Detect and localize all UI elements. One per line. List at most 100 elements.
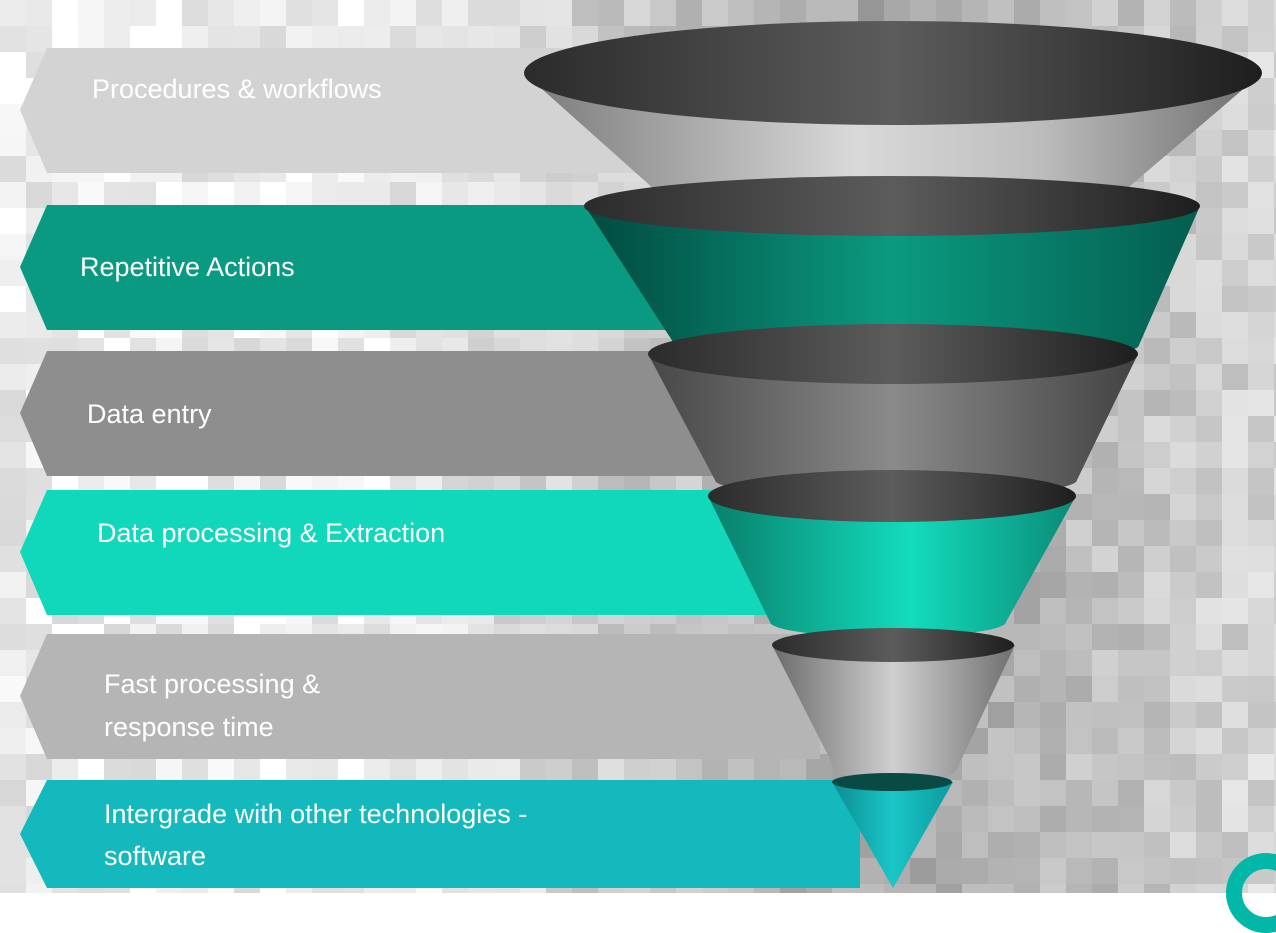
- mosaic-tile: [1092, 0, 1118, 26]
- mosaic-tile: [1170, 572, 1196, 598]
- mosaic-tile: [1196, 338, 1222, 364]
- mosaic-tile: [1248, 182, 1274, 208]
- mosaic-tile: [1248, 780, 1274, 806]
- mosaic-tile: [1196, 884, 1222, 893]
- mosaic-tile: [1274, 260, 1276, 286]
- mosaic-tile: [1248, 338, 1274, 364]
- mosaic-tile: [936, 858, 962, 884]
- mosaic-tile: [0, 884, 26, 893]
- mosaic-tile: [0, 468, 26, 494]
- mosaic-tile: [1118, 598, 1144, 624]
- mosaic-tile: [1144, 832, 1170, 858]
- mosaic-tile: [1274, 728, 1276, 754]
- mosaic-tile: [1274, 572, 1276, 598]
- mosaic-tile: [1196, 312, 1222, 338]
- mosaic-tile: [1066, 806, 1092, 832]
- mosaic-tile: [1040, 598, 1066, 624]
- mosaic-tile: [1222, 702, 1248, 728]
- mosaic-tile: [1144, 728, 1170, 754]
- mosaic-tile: [1170, 780, 1196, 806]
- mosaic-tile: [754, 884, 780, 893]
- mosaic-tile: [442, 0, 468, 26]
- mosaic-tile: [988, 806, 1014, 832]
- mosaic-tile: [1118, 780, 1144, 806]
- mosaic-tile: [0, 858, 26, 884]
- funnel-segment-4: [708, 496, 1076, 637]
- mosaic-tile: [1274, 208, 1276, 234]
- mosaic-tile: [676, 884, 702, 893]
- mosaic-tile: [338, 182, 364, 208]
- funnel-rim-4: [708, 470, 1076, 522]
- mosaic-tile: [0, 624, 26, 650]
- mosaic-tile: [468, 0, 494, 26]
- mosaic-tile: [1118, 728, 1144, 754]
- funnel-segment-3: [648, 354, 1138, 498]
- mosaic-tile: [910, 858, 936, 884]
- mosaic-tile: [1248, 598, 1274, 624]
- funnel: [524, 21, 1262, 888]
- mosaic-tile: [1248, 416, 1274, 442]
- mosaic-tile: [468, 26, 494, 52]
- mosaic-tile: [1040, 780, 1066, 806]
- mosaic-tile: [416, 182, 442, 208]
- mosaic-tile: [624, 884, 650, 893]
- mosaic-tile: [1248, 364, 1274, 390]
- mosaic-tile: [1066, 546, 1092, 572]
- mosaic-tile: [1066, 0, 1092, 26]
- mosaic-tile: [494, 182, 520, 208]
- mosaic-tile: [494, 26, 520, 52]
- mosaic-tile: [780, 884, 806, 893]
- mosaic-tile: [1092, 624, 1118, 650]
- mosaic-tile: [1040, 650, 1066, 676]
- stage-label-5: Fast processing & response time: [104, 669, 328, 742]
- mosaic-tile: [234, 182, 260, 208]
- mosaic-tile: [1144, 650, 1170, 676]
- mosaic-tile: [988, 728, 1014, 754]
- mosaic-tile: [1248, 494, 1274, 520]
- mosaic-tile: [624, 0, 650, 26]
- mosaic-tile: [1144, 858, 1170, 884]
- mosaic-tile: [1040, 806, 1066, 832]
- mosaic-tile: [312, 0, 338, 26]
- mosaic-tile: [182, 884, 208, 893]
- mosaic-tile: [1144, 702, 1170, 728]
- mosaic-tile: [1196, 0, 1222, 26]
- mosaic-tile: [1144, 572, 1170, 598]
- mosaic-tile: [416, 0, 442, 26]
- mosaic-tile: [442, 182, 468, 208]
- mosaic-tile: [78, 884, 104, 893]
- mosaic-tile: [520, 884, 546, 893]
- mosaic-tile: [1118, 468, 1144, 494]
- mosaic-tile: [1144, 0, 1170, 26]
- mosaic-tile: [1092, 572, 1118, 598]
- mosaic-tile: [1170, 156, 1196, 182]
- mosaic-tile: [1274, 468, 1276, 494]
- mosaic-tile: [416, 884, 442, 893]
- mosaic-tile: [1092, 806, 1118, 832]
- mosaic-tile: [338, 884, 364, 893]
- mosaic-tile: [0, 182, 26, 208]
- mosaic-tile: [52, 884, 78, 893]
- mosaic-tile: [1248, 572, 1274, 598]
- mosaic-tile: [1092, 702, 1118, 728]
- mosaic-tile: [1118, 702, 1144, 728]
- mosaic-tile: [598, 0, 624, 26]
- mosaic-tile: [1196, 130, 1222, 156]
- mosaic-tile: [1222, 468, 1248, 494]
- mosaic-tile: [260, 0, 286, 26]
- mosaic-tile: [546, 182, 572, 208]
- mosaic-tile: [910, 884, 936, 893]
- mosaic-tile: [1170, 754, 1196, 780]
- mosaic-tile: [1196, 468, 1222, 494]
- mosaic-tile: [0, 780, 26, 806]
- mosaic-tile: [1274, 52, 1276, 78]
- mosaic-tile: [1040, 754, 1066, 780]
- mosaic-tile: [1092, 546, 1118, 572]
- mosaic-tile: [1014, 728, 1040, 754]
- mosaic-tile: [416, 26, 442, 52]
- mosaic-tile: [988, 754, 1014, 780]
- funnel-segment-5: [772, 645, 1015, 779]
- mosaic-tile: [1274, 130, 1276, 156]
- mosaic-tile: [1248, 702, 1274, 728]
- mosaic-tile: [962, 0, 988, 26]
